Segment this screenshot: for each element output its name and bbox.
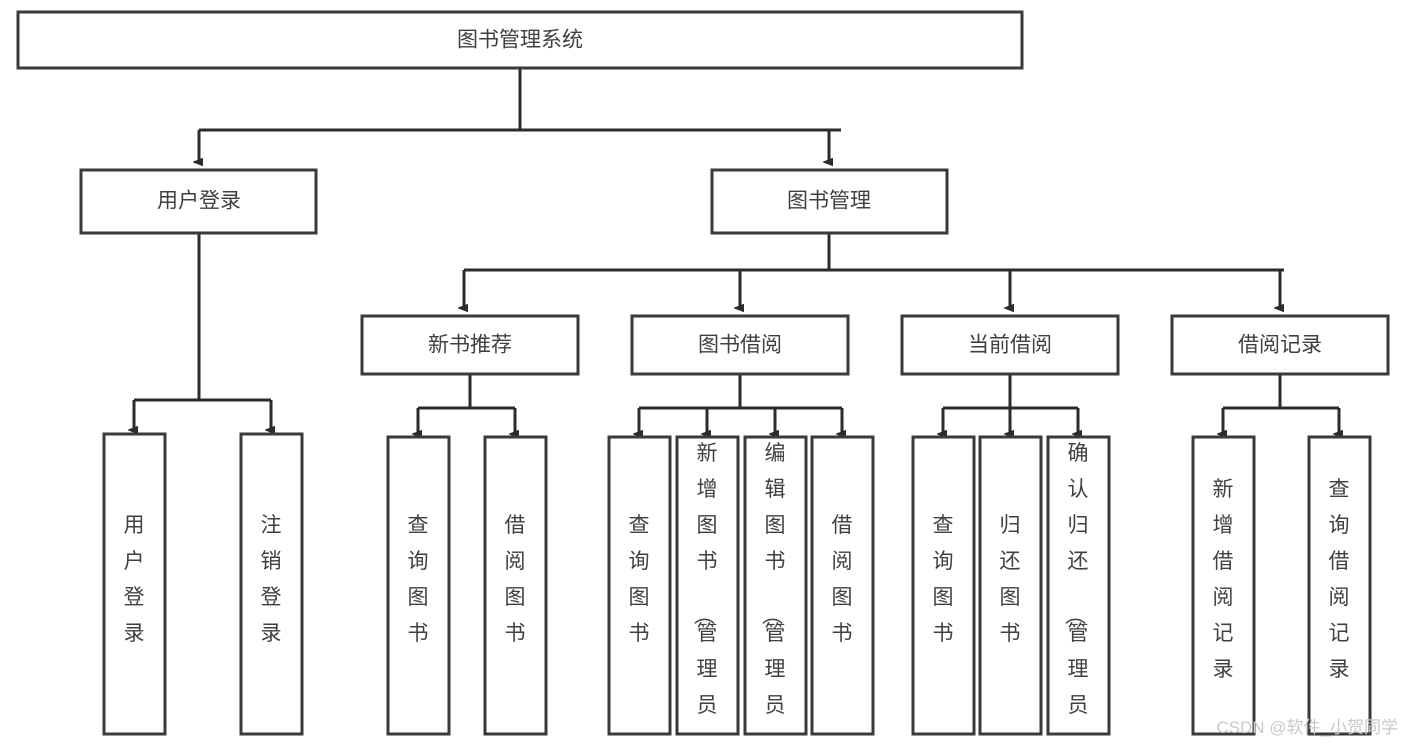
node-leaf-query-record-box — [1307, 435, 1372, 736]
node-new-book-recommend-box — [360, 314, 580, 376]
node-leaf-confirm-return[interactable]: 确认归还（管理员） — [1046, 435, 1111, 747]
csdn-watermark: CSDN @软件_小贺同学 — [1216, 718, 1398, 737]
node-leaf-query-book-3-box — [911, 435, 976, 736]
node-new-book-recommend[interactable]: 新书推荐 — [360, 314, 580, 376]
node-current-borrow-label: 当前借阅 — [968, 334, 1052, 357]
node-root[interactable]: 图书管理系统 — [16, 10, 1024, 70]
node-leaf-add-record-label: 新增借阅记录 — [1213, 478, 1234, 681]
node-leaf-query-record-label: 查询借阅记录 — [1329, 478, 1350, 681]
node-borrow-record-box — [1170, 314, 1390, 376]
node-leaf-edit-book-box — [743, 435, 808, 736]
node-leaf-query-record[interactable]: 查询借阅记录 — [1307, 435, 1372, 736]
node-leaf-add-book-box — [675, 435, 740, 736]
connector-group-root-to-level2 — [199, 68, 841, 162]
node-leaf-query-book-3[interactable]: 查询图书 — [911, 435, 976, 736]
node-leaf-confirm-return-label: 确认归还（管理员） — [1063, 442, 1089, 747]
node-leaf-query-book-3-label: 查询图书 — [933, 514, 954, 645]
node-leaf-edit-book-label: 编辑图书（管理员） — [760, 442, 786, 747]
node-leaf-borrow-book-1[interactable]: 借阅图书 — [483, 435, 548, 736]
node-book-management-box — [710, 168, 949, 235]
connector-group-book-management-to-level3 — [464, 233, 1284, 308]
node-leaf-query-book-2-box — [607, 435, 672, 736]
node-leaf-add-record-box — [1191, 435, 1256, 736]
connector-group-borrow-record-to-leaves — [1223, 374, 1339, 434]
node-leaf-user-login[interactable]: 用户登录 — [102, 432, 167, 736]
node-leaf-edit-book[interactable]: 编辑图书（管理员） — [743, 435, 808, 747]
node-borrow-record[interactable]: 借阅记录 — [1170, 314, 1390, 376]
node-book-management[interactable]: 图书管理 — [710, 168, 949, 235]
connector-group-current-borrow-to-leaves — [943, 374, 1078, 434]
connector-group-new-book-recommend-to-leaves — [418, 374, 515, 434]
node-leaf-borrow-book-1-label: 借阅图书 — [505, 514, 526, 645]
node-leaf-user-login-label: 用户登录 — [124, 514, 145, 645]
node-user-login-label: 用户登录 — [157, 190, 241, 213]
node-book-borrow[interactable]: 图书借阅 — [630, 314, 850, 376]
node-leaf-borrow-book-2-label: 借阅图书 — [832, 514, 853, 645]
node-leaf-confirm-return-box — [1046, 435, 1111, 736]
node-root-box — [16, 10, 1024, 70]
node-leaf-add-record[interactable]: 新增借阅记录 — [1191, 435, 1256, 736]
node-book-management-label: 图书管理 — [787, 190, 871, 213]
node-leaf-query-book-2-label: 查询图书 — [629, 514, 650, 645]
node-leaf-query-book-1-label: 查询图书 — [408, 514, 429, 645]
node-borrow-record-label: 借阅记录 — [1238, 334, 1322, 357]
node-root-label: 图书管理系统 — [457, 29, 583, 52]
node-user-login-box — [79, 168, 318, 235]
node-user-login[interactable]: 用户登录 — [79, 168, 318, 235]
node-leaf-logout-login-label: 注销登录 — [261, 514, 282, 645]
node-current-borrow[interactable]: 当前借阅 — [900, 314, 1120, 376]
node-new-book-recommend-label: 新书推荐 — [428, 334, 512, 357]
node-current-borrow-box — [900, 314, 1120, 376]
connector-group-book-borrow-to-leaves — [639, 374, 842, 434]
node-leaf-return-book-label: 归还图书 — [1000, 514, 1021, 645]
node-leaf-return-book[interactable]: 归还图书 — [978, 435, 1043, 736]
node-leaf-user-login-box — [102, 432, 167, 736]
node-leaf-query-book-2[interactable]: 查询图书 — [607, 435, 672, 736]
node-leaf-logout-login-box — [239, 432, 304, 736]
node-leaf-add-book-label: 新增图书（管理员） — [692, 442, 718, 747]
node-leaf-borrow-book-2-box — [810, 435, 875, 736]
node-book-borrow-label: 图书借阅 — [698, 334, 782, 357]
connector-group-user-login-to-leaves — [134, 233, 271, 430]
node-leaf-logout-login[interactable]: 注销登录 — [239, 432, 304, 736]
node-leaf-query-book-1[interactable]: 查询图书 — [386, 435, 451, 736]
node-leaf-add-book[interactable]: 新增图书（管理员） — [675, 435, 740, 747]
node-leaf-borrow-book-1-box — [483, 435, 548, 736]
node-book-borrow-box — [630, 314, 850, 376]
node-leaf-query-book-1-box — [386, 435, 451, 736]
node-leaf-borrow-book-2[interactable]: 借阅图书 — [810, 435, 875, 736]
node-leaf-return-book-box — [978, 435, 1043, 736]
